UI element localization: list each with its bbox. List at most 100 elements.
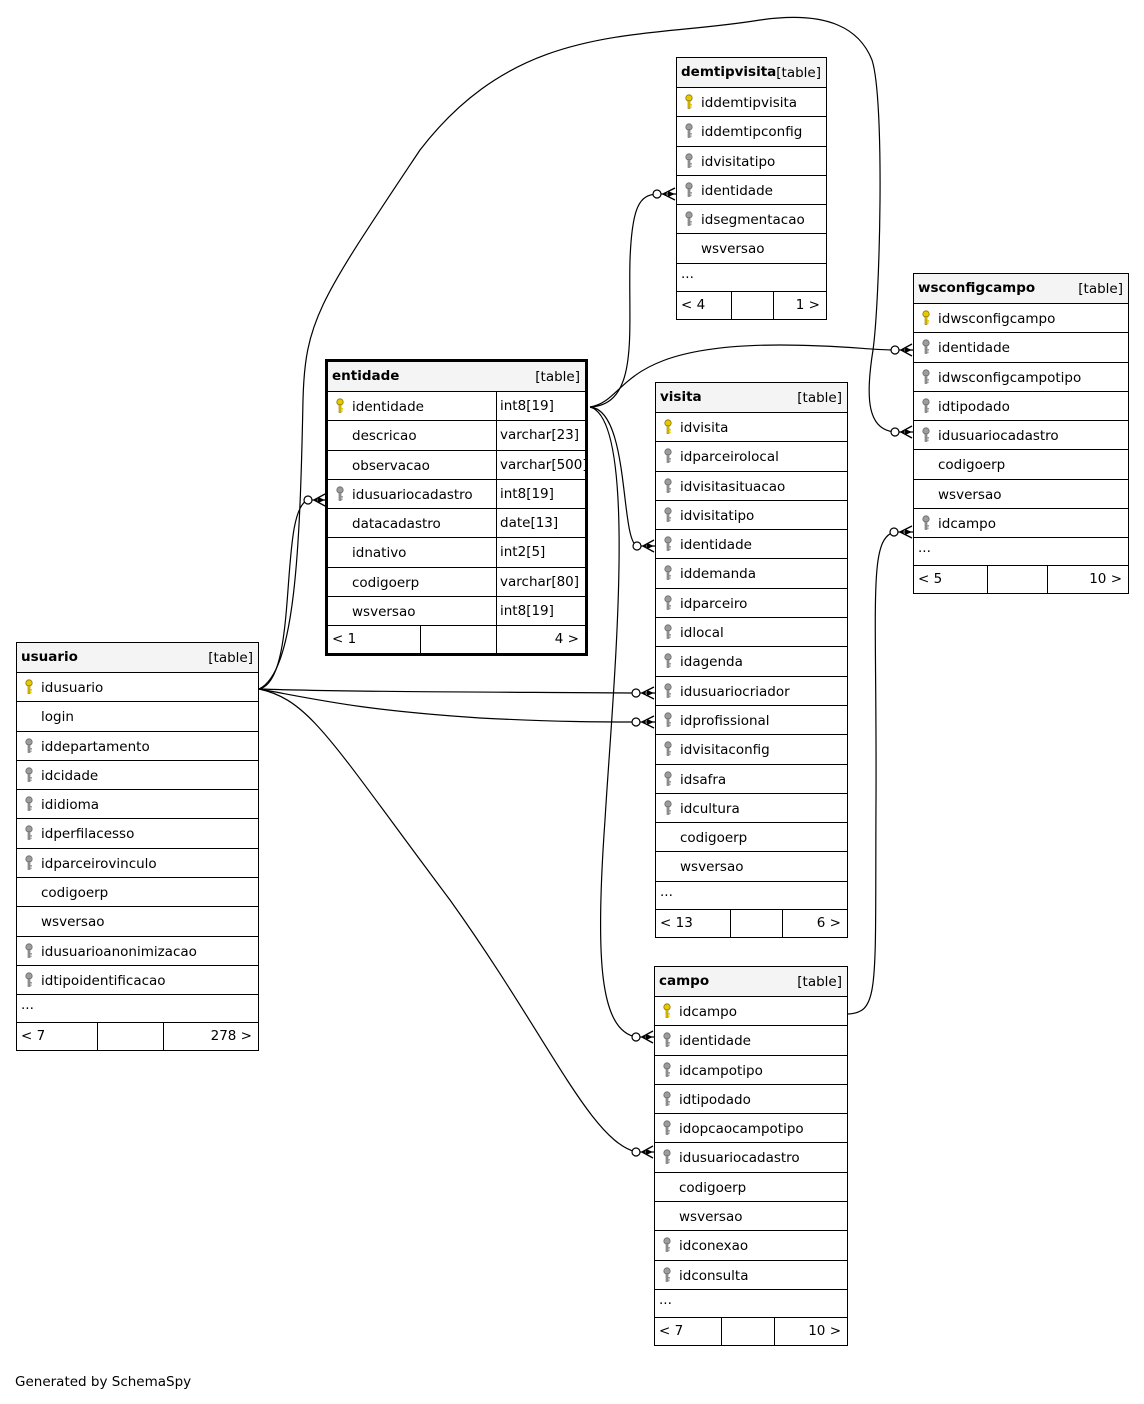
column-row-iddepartamento[interactable]: iddepartamento xyxy=(17,732,258,761)
parents-count[interactable]: < 13 xyxy=(660,914,693,931)
column-row-wsversao[interactable]: wsversao xyxy=(655,1202,847,1232)
column-row-idvisitaconfig[interactable]: idvisitaconfig xyxy=(656,735,847,765)
column-name: wsversao xyxy=(352,604,416,621)
column-row-idparceirovinculo[interactable]: idparceirovinculo xyxy=(17,849,258,879)
column-row-idtipoidentificacao[interactable]: idtipoidentificacao xyxy=(17,966,258,996)
column-row-idusuarioanonimizacao[interactable]: idusuarioanonimizacao xyxy=(17,937,258,966)
column-name: idprofissional xyxy=(680,712,770,729)
column-row-iddemtipvisita[interactable]: iddemtipvisita xyxy=(677,88,826,118)
column-row-codigoerp[interactable]: codigoerp xyxy=(914,450,1128,480)
column-row-idvisitatipo[interactable]: idvisitatipo xyxy=(677,147,826,176)
column-row-idsegmentacao[interactable]: idsegmentacao xyxy=(677,205,826,235)
parents-count[interactable]: < 7 xyxy=(659,1322,684,1339)
column-row-codigoerp[interactable]: codigoerp xyxy=(656,823,847,853)
column-row-idcultura[interactable]: idcultura xyxy=(656,794,847,824)
column-row-idcidade[interactable]: idcidade xyxy=(17,761,258,791)
column-name: idcampo xyxy=(679,1004,737,1020)
column-row-idperfilacesso[interactable]: idperfilacesso xyxy=(17,819,258,849)
children-count[interactable]: 4 > xyxy=(554,631,579,648)
table-type: [table] xyxy=(208,650,253,666)
column-name: identidade xyxy=(352,399,424,415)
column-row-idprofissional[interactable]: idprofissional xyxy=(656,706,847,736)
footer-divider xyxy=(1047,566,1048,594)
column-row-ididioma[interactable]: ididioma xyxy=(17,790,258,820)
column-row-idvisita[interactable]: idvisita xyxy=(656,413,847,443)
column-row-wsversao[interactable]: wsversao xyxy=(914,480,1128,510)
column-name: iddepartamento xyxy=(41,738,150,755)
column-row-idparceirolocal[interactable]: idparceirolocal xyxy=(656,442,847,472)
column-row-idsafra[interactable]: idsafra xyxy=(656,765,847,794)
column-row-idusuario[interactable]: idusuario xyxy=(17,673,258,703)
column-row-idusuariocadastro[interactable]: idusuariocadastro xyxy=(914,421,1128,451)
column-row-codigoerp[interactable]: codigoerp xyxy=(655,1173,847,1203)
foreign-key-icon xyxy=(663,595,673,611)
column-row-idvisitatipo[interactable]: idvisitatipo xyxy=(656,501,847,531)
column-row-idparceiro[interactable]: idparceiro xyxy=(656,589,847,619)
primary-key-icon xyxy=(921,310,931,326)
parents-count[interactable]: < 7 xyxy=(21,1028,46,1045)
primary-key-icon xyxy=(663,419,673,435)
column-name: descricao xyxy=(352,428,417,445)
children-count[interactable]: 1 > xyxy=(795,296,820,313)
column-row-idcampo[interactable]: idcampo xyxy=(914,509,1128,539)
column-name: codigoerp xyxy=(938,457,1006,474)
children-count[interactable]: 6 > xyxy=(816,914,841,931)
children-count[interactable]: 278 > xyxy=(210,1028,252,1045)
column-row-wsversao[interactable]: wsversao xyxy=(17,907,258,937)
column-row-idusuariocriador[interactable]: idusuariocriador xyxy=(656,677,847,706)
column-row-wsversao[interactable]: wsversao xyxy=(656,852,847,882)
column-row-identidade[interactable]: identidade xyxy=(914,333,1128,363)
column-row-idcampotipo[interactable]: idcampotipo xyxy=(655,1056,847,1085)
column-name: login xyxy=(41,709,74,726)
column-name: idusuario xyxy=(41,680,104,696)
foreign-key-icon xyxy=(921,368,931,385)
column-name: idcultura xyxy=(680,800,740,817)
column-row-iddemanda[interactable]: iddemanda xyxy=(656,559,847,589)
column-name: idagenda xyxy=(680,654,743,671)
column-row-idtipodado[interactable]: idtipodado xyxy=(914,392,1128,422)
column-row-idvisitasituacao[interactable]: idvisitasituacao xyxy=(656,472,847,501)
column-row-iddemtipconfig[interactable]: iddemtipconfig xyxy=(677,117,826,147)
foreign-key-icon xyxy=(921,398,931,414)
more-columns: ... xyxy=(656,882,847,910)
parents-count[interactable]: < 5 xyxy=(918,571,943,588)
column-row-idusuariocadastro[interactable]: idusuariocadastro xyxy=(655,1143,847,1173)
column-row-idconexao[interactable]: idconexao xyxy=(655,1231,847,1261)
column-row-idwsconfigcampotipo[interactable]: idwsconfigcampotipo xyxy=(914,363,1128,392)
column-name: iddemtipvisita xyxy=(701,95,798,111)
column-row-login[interactable]: login xyxy=(17,702,258,732)
column-row-idagenda[interactable]: idagenda xyxy=(656,647,847,677)
column-row-codigoerp[interactable]: codigoerp xyxy=(17,878,258,908)
column-row-identidade[interactable]: identidade xyxy=(677,176,826,206)
column-row-wsversao[interactable]: wsversao xyxy=(677,234,826,264)
column-row-idopcaocampotipo[interactable]: idopcaocampotipo xyxy=(655,1114,847,1144)
children-count[interactable]: 10 > xyxy=(808,1322,841,1339)
column-row-identidade[interactable]: identidade xyxy=(656,530,847,560)
parents-count[interactable]: < 4 xyxy=(681,296,706,313)
children-count[interactable]: 10 > xyxy=(1089,571,1122,588)
column-name: codigoerp xyxy=(679,1179,747,1196)
column-row-identidade[interactable]: identidade xyxy=(655,1026,847,1056)
column-row-idconsulta[interactable]: idconsulta xyxy=(655,1261,847,1290)
column-row-idtipodado[interactable]: idtipodado xyxy=(655,1085,847,1115)
link-usuario-visita-profissional xyxy=(258,688,637,723)
column-row-idlocal[interactable]: idlocal xyxy=(656,618,847,648)
column-row-idcampo[interactable]: idcampo xyxy=(655,997,847,1027)
parents-count[interactable]: < 1 xyxy=(332,631,357,648)
column-name: idcampo xyxy=(938,516,996,533)
column-row-idwsconfigcampo[interactable]: idwsconfigcampo xyxy=(914,304,1128,334)
